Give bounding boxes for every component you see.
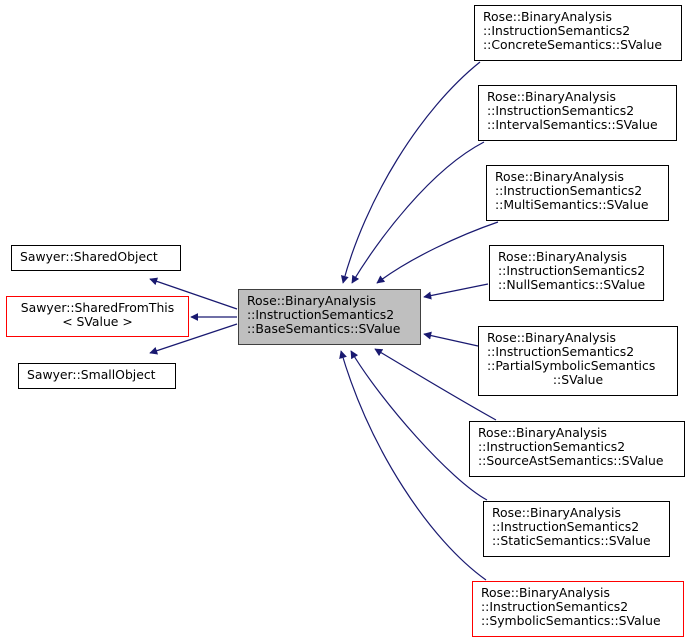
edge-symbolic-to-base [339,350,487,581]
node-label: Sawyer::SharedFromThis [20,300,175,315]
node-label: ::InstructionSemantics2 [481,599,629,614]
node-label: Rose::BinaryAnalysis [495,169,624,184]
node-label: Rose::BinaryAnalysis [247,293,376,308]
node-label: Rose::BinaryAnalysis [498,249,627,264]
node-interval-semantics-svalue[interactable]: Rose::BinaryAnalysis ::InstructionSemant… [478,85,677,141]
node-label: Sawyer::SmallObject [27,367,156,382]
node-label: ::SValue [552,372,604,387]
node-label: Rose::BinaryAnalysis [478,425,607,440]
node-partial-symbolic-semantics-svalue[interactable]: Rose::BinaryAnalysis ::InstructionSemant… [478,326,678,396]
node-label: ::MultiSemantics::SValue [495,197,649,212]
node-label: Sawyer::SharedObject [20,249,158,264]
node-label: ::InstructionSemantics2 [487,103,635,118]
node-label: ::BaseSemantics::SValue [247,321,401,336]
node-concrete-semantics-svalue[interactable]: Rose::BinaryAnalysis ::InstructionSemant… [474,5,682,61]
edge-interval-to-base [351,141,485,284]
node-base-semantics-svalue[interactable]: Rose::BinaryAnalysis ::InstructionSemant… [238,289,421,345]
node-label: ::InstructionSemantics2 [483,23,631,38]
node-label: ::NullSemantics::SValue [498,277,646,292]
edge-static-to-base [350,350,488,501]
node-symbolic-semantics-svalue[interactable]: Rose::BinaryAnalysis ::InstructionSemant… [472,581,684,637]
edge-source-ast-to-base [374,348,497,421]
node-label: ::InstructionSemantics2 [247,307,395,322]
node-label: ::InstructionSemantics2 [478,439,626,454]
node-label: < SValue > [62,314,133,329]
node-label: ::PartialSymbolicSemantics [487,358,656,373]
node-label: ::InstructionSemantics2 [487,344,635,359]
node-label: Rose::BinaryAnalysis [487,89,616,104]
node-label: ::InstructionSemantics2 [498,263,646,278]
node-sawyer-small-object[interactable]: Sawyer::SmallObject [18,363,176,389]
node-label: ::StaticSemantics::SValue [492,533,651,548]
node-label: Rose::BinaryAnalysis [487,330,616,345]
node-label: ::IntervalSemantics::SValue [487,117,658,132]
node-label: Rose::BinaryAnalysis [483,9,612,24]
node-multi-semantics-svalue[interactable]: Rose::BinaryAnalysis ::InstructionSemant… [486,165,669,221]
node-static-semantics-svalue[interactable]: Rose::BinaryAnalysis ::InstructionSemant… [483,501,670,557]
node-label: Rose::BinaryAnalysis [481,585,610,600]
node-label: ::InstructionSemantics2 [492,519,640,534]
edge-multi-to-base [376,221,499,284]
edge-partial-symbolic-to-base [423,331,479,347]
node-label: ::InstructionSemantics2 [495,183,643,198]
node-sawyer-shared-from-this[interactable]: Sawyer::SharedFromThis < SValue > [6,296,189,337]
node-label: ::SymbolicSemantics::SValue [481,613,661,628]
edge-base-to-small-object [149,323,238,355]
node-label: ::ConcreteSemantics::SValue [483,37,662,52]
node-source-ast-semantics-svalue[interactable]: Rose::BinaryAnalysis ::InstructionSemant… [469,421,685,477]
node-sawyer-shared-object[interactable]: Sawyer::SharedObject [11,245,181,271]
node-label: ::SourceAstSemantics::SValue [478,453,664,468]
edge-base-to-shared-object [149,277,238,310]
node-label: Rose::BinaryAnalysis [492,505,621,520]
node-null-semantics-svalue[interactable]: Rose::BinaryAnalysis ::InstructionSemant… [489,245,664,301]
edge-concrete-to-base [340,61,481,284]
edge-null-to-base [423,283,489,300]
